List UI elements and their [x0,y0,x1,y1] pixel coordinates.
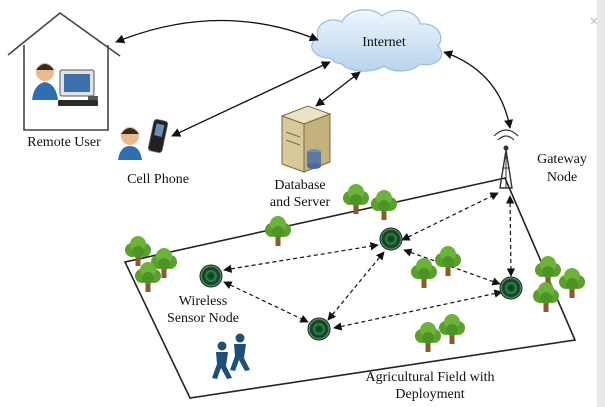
sensor-node-1 [199,264,223,288]
sensor-node-2 [379,227,403,251]
wireless-sensor-label-line2: Sensor Node [167,311,239,326]
gateway-label-line2: Node [547,170,577,185]
scroll-edge [597,0,605,407]
sensor-node-3 [307,317,331,341]
database-server-icon [280,105,332,173]
link-database-internet [315,71,361,107]
database-label-line1: Database [274,178,325,193]
cell-phone-label: Cell Phone [127,172,189,187]
link-phone-internet [171,61,331,137]
link-internet-gateway [443,50,514,129]
link-user-internet [115,19,319,44]
house-outline [7,11,121,131]
gateway-antenna-icon [493,129,519,189]
network-links [115,19,514,137]
gateway-label-line1: Gateway [537,152,587,167]
walking-people-icon [212,333,250,379]
wireless-sensor-label-line1: Wireless [179,294,227,309]
sensor-mesh-links [223,192,516,331]
internet-label: Internet [362,35,406,50]
database-label-line2: and Server [270,195,331,210]
sensor-node-4 [499,276,523,300]
field-label-line2: Deployment [395,387,464,402]
field-label-line1: Agricultural Field with [365,370,494,385]
cell-phone-user-icon [118,119,169,160]
remote-user-label: Remote User [27,135,101,150]
tree-icon [559,268,585,298]
remote-user-computer-icon [32,63,98,106]
internet-cloud-icon [311,9,443,72]
close-icon[interactable]: × [588,14,599,28]
